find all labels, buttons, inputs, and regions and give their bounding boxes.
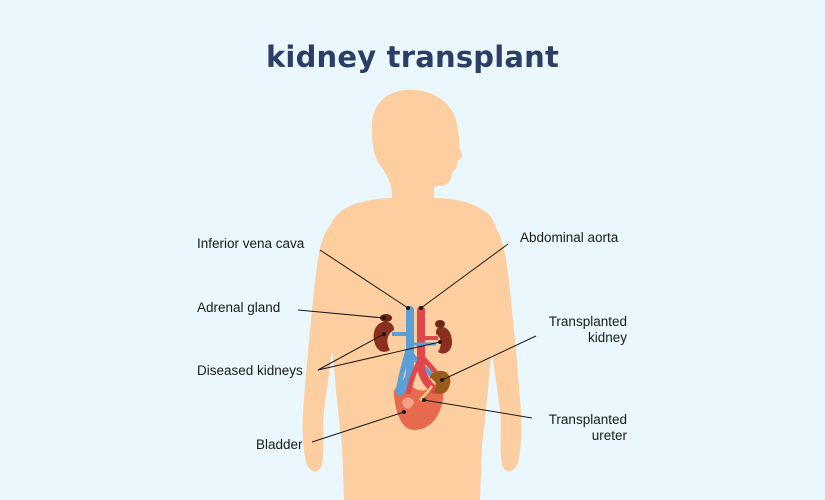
label-inferior-vena-cava: Inferior vena cava — [197, 236, 305, 251]
leader-inferior-vena-cava — [319, 249, 409, 309]
label-transplanted-kidney-line1: Transplanted — [549, 314, 627, 329]
diagram-title: kidney transplant — [265, 40, 560, 74]
leader-transplanted-ureter — [423, 399, 533, 419]
leader-dot-bladder — [402, 410, 406, 414]
leader-lines — [297, 243, 537, 443]
transplanted-ureter — [419, 385, 434, 401]
label-bladder: Bladder — [256, 437, 303, 452]
human-body-silhouette — [302, 89, 522, 500]
leader-adrenal-gland — [297, 309, 385, 319]
leader-dot-diseased-kidney-right — [438, 340, 442, 344]
leader-bladder — [311, 411, 405, 443]
label-adrenal-gland: Adrenal gland — [197, 300, 280, 315]
bladder-highlight — [402, 397, 414, 409]
left-arm — [302, 222, 340, 472]
leader-diseased-kidneys-left — [317, 333, 385, 371]
leader-dot-adrenal-gland — [382, 316, 386, 320]
leader-dot-transplanted-ureter — [422, 398, 426, 402]
leader-dot-transplanted-kidney — [440, 378, 444, 382]
bladder — [393, 383, 444, 430]
diseased-kidney-left — [373, 321, 394, 352]
inferior-vena-cava — [396, 306, 414, 396]
head — [371, 89, 463, 196]
leader-dot-diseased-kidney-left — [382, 332, 386, 336]
leader-diseased-kidneys-right — [317, 341, 441, 371]
adrenal-gland-right — [435, 320, 445, 328]
leader-abdominal-aorta — [420, 243, 509, 309]
label-transplanted-kidney-line2: kidney — [588, 330, 627, 345]
label-transplanted-ureter-line1: Transplanted — [549, 412, 627, 427]
right-arm — [484, 222, 522, 472]
leader-dot-abdominal-aorta — [419, 306, 423, 310]
transplanted-kidney — [430, 370, 451, 394]
diseased-kidney-right — [436, 326, 452, 354]
label-diseased-kidneys: Diseased kidneys — [197, 363, 303, 378]
leader-transplanted-kidney — [441, 335, 537, 381]
iliac-artery-left — [405, 360, 422, 395]
label-transplanted-ureter-line2: ureter — [592, 428, 628, 443]
iliac-vein-left — [395, 349, 411, 393]
label-abdominal-aorta: Abdominal aorta — [520, 230, 619, 245]
leader-dot-inferior-vena-cava — [406, 306, 410, 310]
